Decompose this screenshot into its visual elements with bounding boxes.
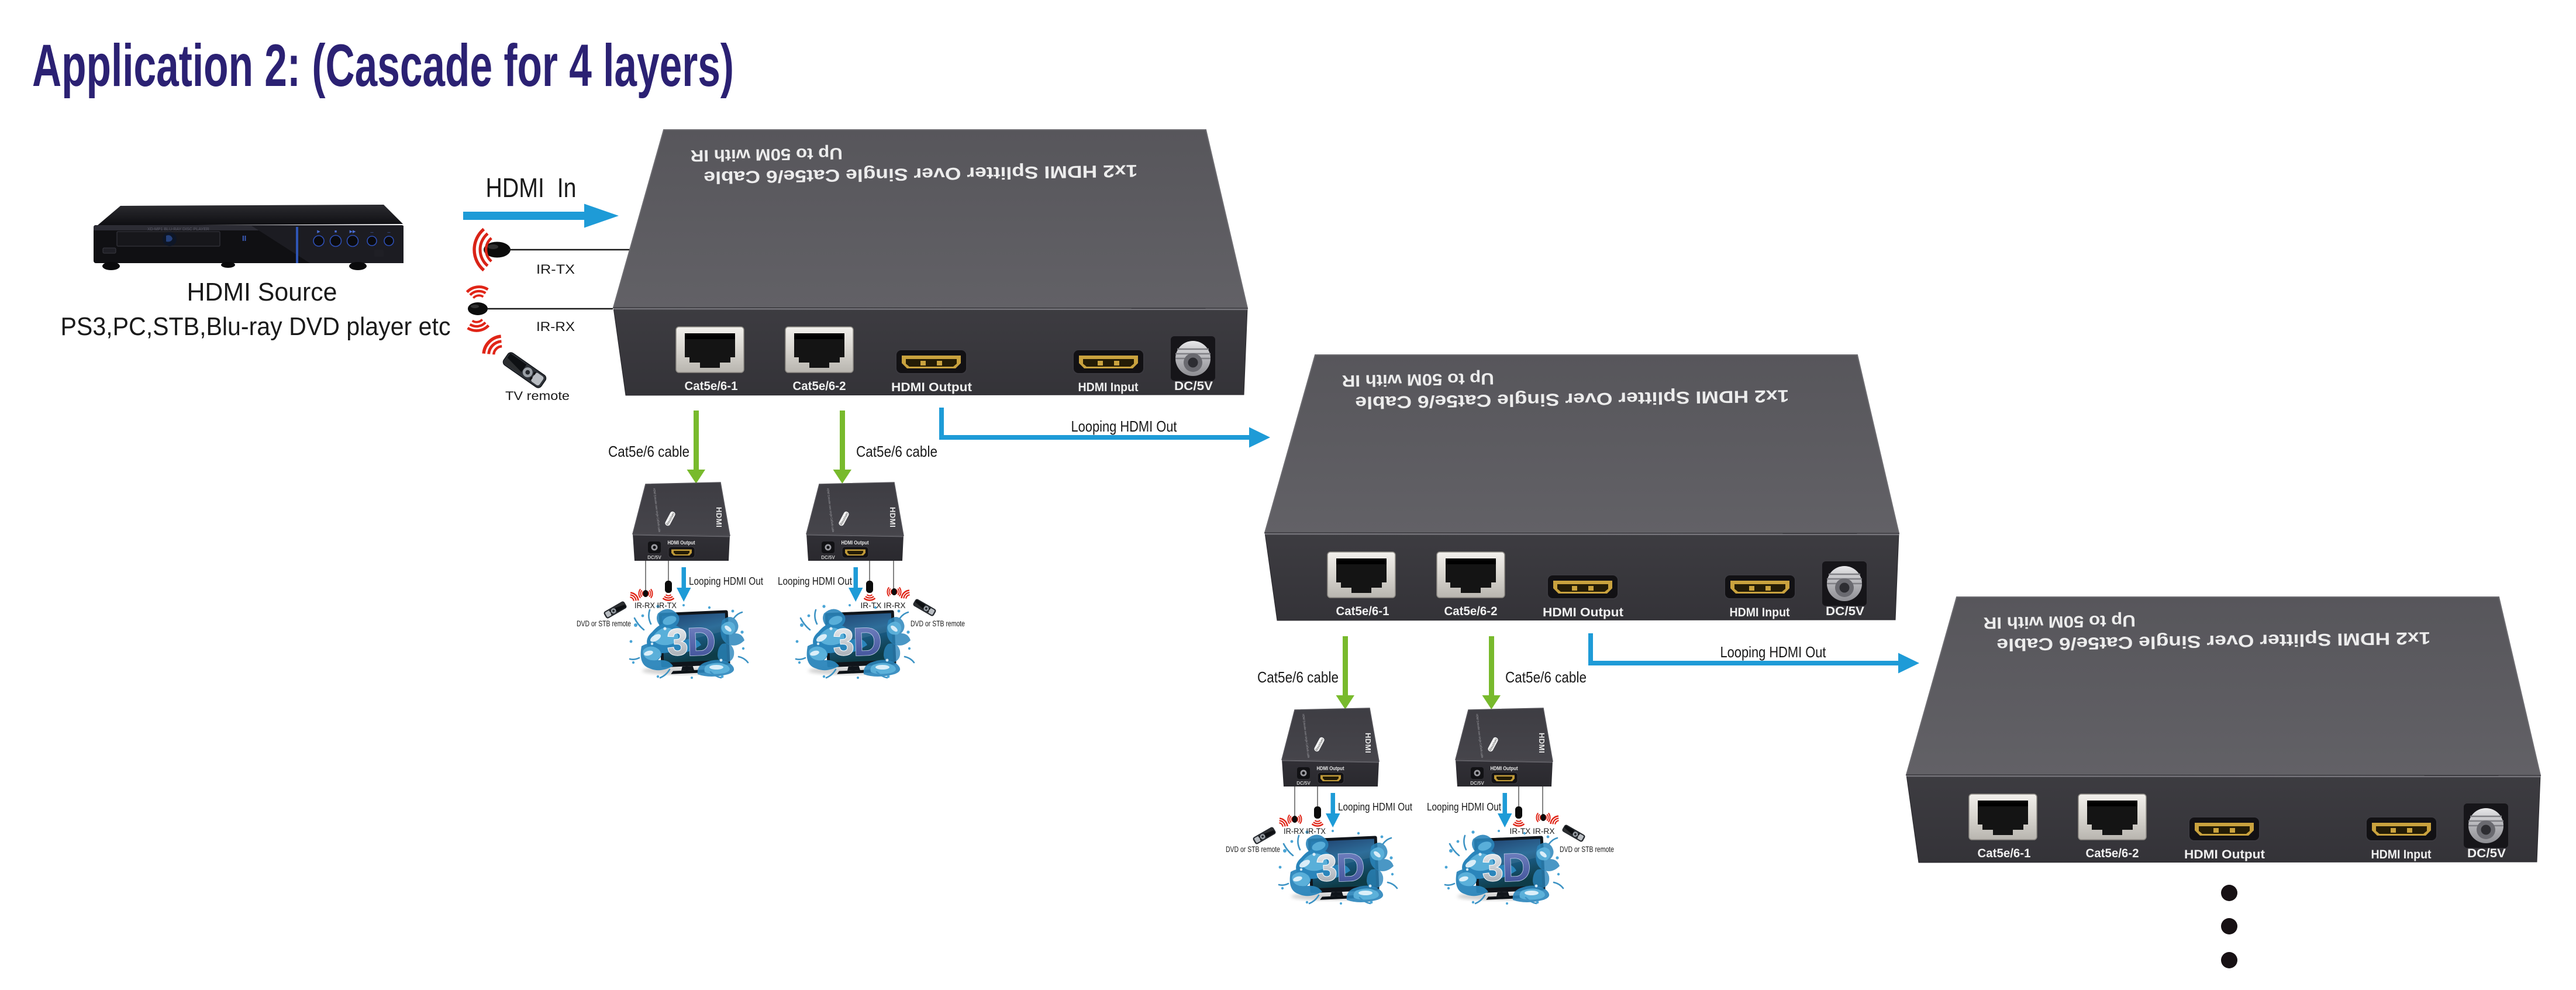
svg-text:HDMI Source: HDMI Source bbox=[187, 278, 337, 306]
svg-text:─: ─ bbox=[387, 231, 391, 235]
svg-text:▶▶: ▶▶ bbox=[350, 230, 356, 234]
svg-text:─: ─ bbox=[370, 231, 374, 235]
svg-text:▶: ▶ bbox=[317, 230, 320, 234]
svg-text:IR-TX: IR-TX bbox=[536, 262, 575, 277]
svg-text:Application 2: (Cascade for 4: Application 2: (Cascade for 4 layers) bbox=[32, 32, 734, 99]
svg-text:HDMI In: HDMI In bbox=[486, 173, 577, 203]
svg-text:PS3,PC,STB,Blu-ray DVD player: PS3,PC,STB,Blu-ray DVD player etc bbox=[61, 312, 451, 341]
svg-text:■: ■ bbox=[334, 230, 337, 234]
svg-text:II: II bbox=[242, 234, 246, 243]
svg-text:IR-RX: IR-RX bbox=[536, 319, 575, 334]
svg-text:TV remote: TV remote bbox=[505, 389, 570, 403]
svg-text:XD-MP1 BLU-RAY DISC PLAYER: XD-MP1 BLU-RAY DISC PLAYER bbox=[147, 227, 209, 232]
